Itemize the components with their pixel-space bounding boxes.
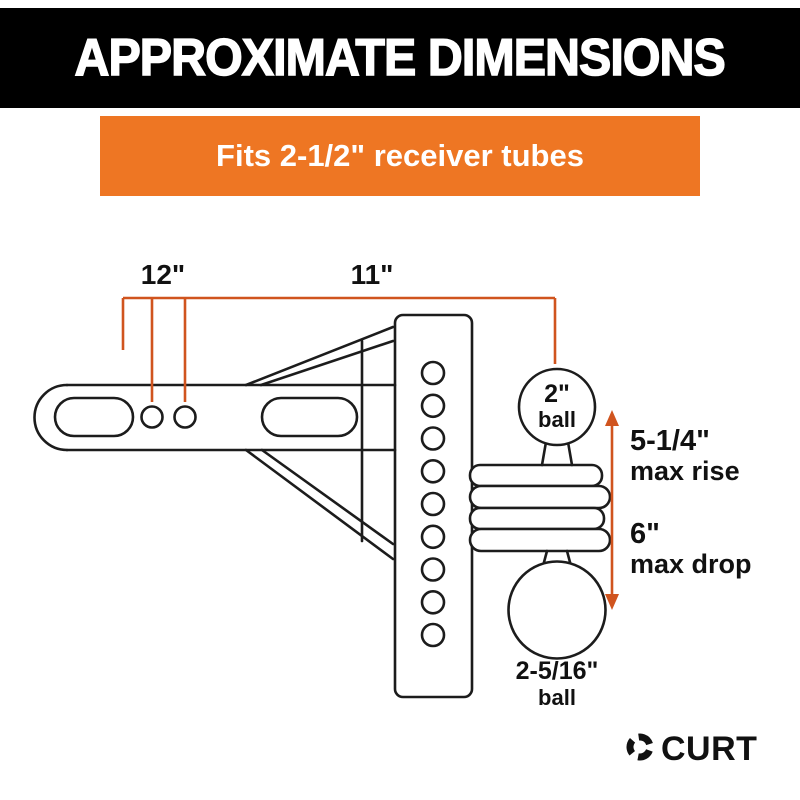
receiver-tube-banner: Fits 2-1/2" receiver tubes [100, 116, 700, 196]
top-ball-2in [517, 367, 597, 447]
max-drop-label: max drop [630, 549, 752, 579]
channel-bar-body [393, 313, 474, 699]
max-rise-value: 5-1/4" [630, 425, 710, 457]
curt-logo: CURT [626, 730, 757, 768]
page-title: APPROXIMATE DIMENSIONS [74, 28, 727, 88]
channel-holes [420, 360, 446, 648]
shank-slot [53, 396, 135, 438]
max-rise-label: max rise [630, 456, 740, 486]
curt-logo-text: CURT [661, 730, 757, 768]
max-drop-value: 6" [630, 518, 660, 550]
shank-pin-hole [140, 405, 164, 429]
bottom-ball-2-5-16in [507, 560, 607, 660]
shank [33, 383, 397, 452]
shank-end-cap [33, 383, 69, 452]
shank-slot-2 [260, 396, 359, 438]
diagram-container: 12" 11" 2" ball 5-1/4" max rise 6" max d… [0, 210, 800, 800]
curt-logo-icon [626, 733, 654, 761]
arrow-down-icon [605, 594, 619, 610]
receiver-tube-banner-text: Fits 2-1/2" receiver tubes [216, 138, 584, 173]
header-banner: APPROXIMATE DIMENSIONS [0, 8, 800, 108]
hitch-dimension-diagram: 12" 11" 2" ball 5-1/4" max rise 6" max d… [33, 259, 757, 768]
dimension-lines [121, 296, 619, 610]
shank-pin-hole [173, 405, 197, 429]
top-ball-size-label: 2" [544, 380, 570, 408]
arrow-up-icon [605, 410, 619, 426]
dimension-labels: 12" 11" 2" ball 5-1/4" max rise 6" max d… [141, 259, 752, 710]
dim-12-label: 12" [141, 259, 185, 290]
top-ball-word-label: ball [538, 407, 576, 432]
hitch-drawing [33, 313, 612, 699]
ball-platform [468, 463, 612, 553]
dim-11-label: 11" [351, 259, 394, 290]
bottom-ball-size-label: 2-5/16" [516, 657, 599, 685]
gusset-plates [244, 325, 395, 561]
channel-bar [393, 313, 474, 699]
bottom-ball-word-label: ball [538, 685, 576, 710]
